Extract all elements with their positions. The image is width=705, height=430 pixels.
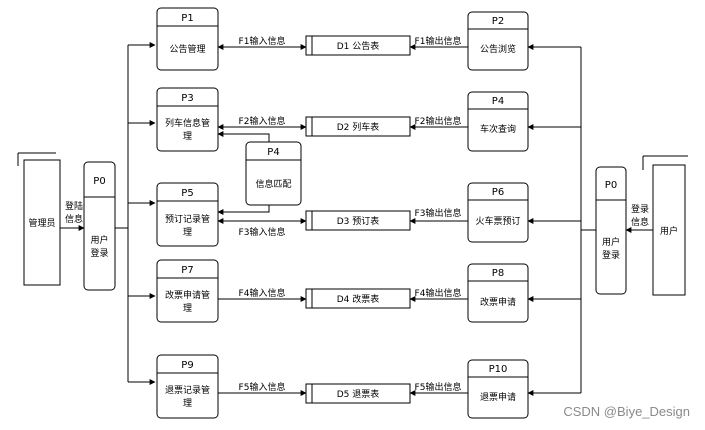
data-store-label: D4 改票表 bbox=[337, 293, 380, 305]
process-text-1: 预订记录管 bbox=[165, 213, 210, 225]
process-id: P8 bbox=[492, 268, 504, 279]
process-id: P1 bbox=[181, 13, 193, 24]
process-p1: P1 公告管理 bbox=[156, 7, 219, 71]
process-p0-admin-login: P0 用户 登录 bbox=[83, 161, 116, 291]
process-id: P3 bbox=[181, 93, 193, 104]
process-id: P10 bbox=[489, 364, 508, 375]
data-store-d5: D5 退票表 bbox=[305, 383, 411, 404]
data-store-d1: D1 公告表 bbox=[305, 35, 411, 56]
process-p5: P5 预订记录管 理 bbox=[156, 182, 219, 247]
flow-label-f3-out: F3输出信息 bbox=[415, 207, 462, 219]
process-text-1: 车次查询 bbox=[480, 123, 516, 135]
user-login-flow-label-1: 登录 bbox=[631, 204, 649, 215]
process-text-1: 信息匹配 bbox=[255, 178, 291, 190]
process-p4-info-match: P4 信息匹配 bbox=[245, 141, 302, 206]
watermark: CSDN @Biye_Design bbox=[563, 404, 690, 419]
external-entity-user: 用户 bbox=[642, 155, 688, 296]
process-p9: P9 退票记录管 理 bbox=[156, 354, 219, 419]
process-id: P4 bbox=[492, 96, 504, 107]
process-text-2: 理 bbox=[183, 398, 192, 409]
process-text-1: 用户 bbox=[90, 234, 108, 246]
process-text-1: 改票申请 bbox=[480, 296, 516, 308]
process-p6: P6 火车票预订 bbox=[467, 182, 529, 243]
data-store-label: D2 列车表 bbox=[337, 121, 380, 133]
process-id: P5 bbox=[181, 188, 193, 199]
process-text-2: 登录 bbox=[90, 248, 108, 259]
admin-label: 管理员 bbox=[28, 217, 55, 229]
process-p2: P2 公告浏览 bbox=[467, 11, 529, 71]
process-text-2: 理 bbox=[183, 227, 192, 238]
process-id: P2 bbox=[492, 16, 504, 27]
process-text-1: 公告浏览 bbox=[480, 43, 516, 55]
process-p10: P10 退票申请 bbox=[467, 359, 529, 419]
process-id: P0 bbox=[605, 180, 617, 191]
data-store-label: D3 预订表 bbox=[337, 215, 380, 227]
flow-label-f2-in: F2输入信息 bbox=[239, 115, 286, 127]
flow-label-f4-in: F4输入信息 bbox=[239, 287, 286, 299]
flow-label-f1-out: F1输出信息 bbox=[415, 35, 462, 47]
external-entity-admin: 管理员 bbox=[17, 152, 61, 286]
data-store-d3: D3 预订表 bbox=[305, 210, 411, 231]
process-text-1: 退票记录管 bbox=[165, 384, 210, 396]
user-label: 用户 bbox=[660, 225, 678, 237]
flow-label-f1-in: F1输入信息 bbox=[239, 35, 286, 47]
admin-login-flow-label-2: 信息 bbox=[65, 213, 83, 225]
data-store-label: D5 退票表 bbox=[337, 388, 380, 400]
process-text-1: 火车票预订 bbox=[475, 215, 520, 227]
process-p7: P7 改票申请管 理 bbox=[156, 259, 219, 323]
admin-login-flow-label-1: 登陆 bbox=[65, 200, 83, 212]
flow-label-f4-out: F4输出信息 bbox=[415, 287, 462, 299]
data-store-d2: D2 列车表 bbox=[305, 116, 411, 137]
process-p0-user-login: P0 用户 登录 bbox=[595, 166, 627, 295]
process-id: P0 bbox=[93, 176, 105, 187]
user-login-flow-label-2: 信息 bbox=[631, 216, 649, 228]
process-p8: P8 改票申请 bbox=[467, 263, 529, 323]
flow-label-f3-in: F3输入信息 bbox=[239, 226, 286, 238]
process-id: P7 bbox=[181, 265, 193, 276]
flow-label-f5-in: F5输入信息 bbox=[239, 381, 286, 393]
process-id: P6 bbox=[492, 187, 504, 198]
flow-label-f2-out: F2输出信息 bbox=[415, 115, 462, 127]
process-p4-train-query: P4 车次查询 bbox=[467, 91, 529, 152]
data-store-d4: D4 改票表 bbox=[305, 288, 411, 309]
process-id: P9 bbox=[181, 360, 193, 371]
process-id: P4 bbox=[267, 147, 279, 158]
process-text-2: 登录 bbox=[602, 250, 620, 261]
data-store-label: D1 公告表 bbox=[337, 40, 380, 52]
process-text-1: 用户 bbox=[602, 236, 620, 248]
process-text-1: 改票申请管 bbox=[165, 289, 210, 301]
process-text-2: 理 bbox=[183, 303, 192, 314]
process-text-2: 理 bbox=[183, 131, 192, 142]
flow-label-f5-out: F5输出信息 bbox=[415, 381, 462, 393]
process-text-1: 公告管理 bbox=[169, 43, 205, 55]
connectors bbox=[60, 42, 653, 396]
process-p3: P3 列车信息管 理 bbox=[156, 87, 219, 152]
process-text-1: 退票申请 bbox=[480, 391, 516, 403]
process-text-1: 列车信息管 bbox=[165, 117, 210, 129]
